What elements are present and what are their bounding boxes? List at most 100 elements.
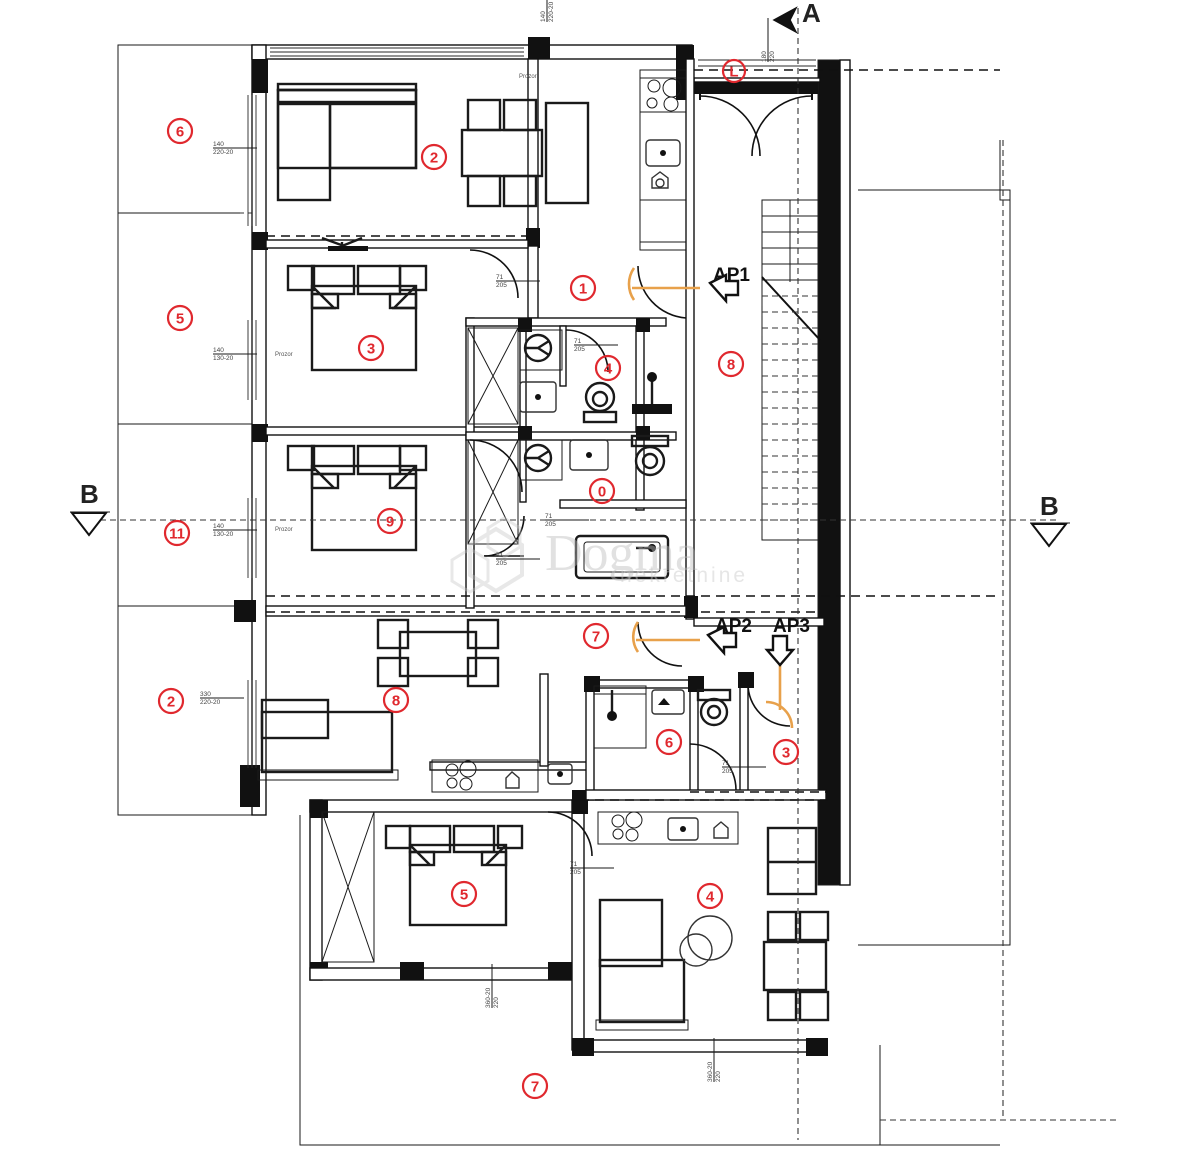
- dimension-value-upper: 140: [213, 523, 224, 530]
- dimension-value-lower: 205: [545, 521, 556, 528]
- dimension-value-upper: 140: [213, 141, 224, 148]
- room-marker: 4: [594, 354, 622, 382]
- shower-icon: [632, 372, 672, 414]
- window-label: Prozor: [275, 352, 293, 358]
- section-marker-B-left: B: [69, 479, 110, 537]
- dimension-value-lower: 130-20: [213, 531, 234, 538]
- room-marker-label: 3: [782, 745, 790, 762]
- dimension-value-upper: 360-20: [707, 1061, 714, 1082]
- room-marker: 9: [376, 507, 404, 535]
- room-marker-label: 7: [592, 629, 600, 646]
- cooktop-icon: [639, 77, 687, 113]
- room-marker-label: 4: [706, 889, 715, 906]
- room-marker: 8: [717, 350, 745, 378]
- staircase: [761, 199, 821, 541]
- dimension-value-upper: 330: [200, 691, 211, 698]
- sofa-2: [544, 101, 590, 205]
- window-label: Prozor: [519, 74, 537, 80]
- section-marker-B-right: B: [1029, 491, 1070, 548]
- room-marker: 2: [157, 687, 185, 715]
- dimension-value-lower: 220-20: [548, 1, 555, 22]
- room-marker-label: 9: [386, 514, 394, 531]
- bathtub: [574, 534, 670, 580]
- dimension-value-upper: 180: [761, 51, 768, 62]
- dimension-value-lower: 220-20: [200, 699, 221, 706]
- toilet-icon-2: [630, 434, 670, 477]
- dimension-value-upper: 71: [722, 760, 730, 767]
- room-marker: 8: [382, 686, 410, 714]
- sofa-3: [598, 898, 664, 968]
- room-marker-circle: [382, 686, 410, 714]
- entry-marker-label: L: [729, 64, 738, 81]
- room-marker: 4: [696, 882, 724, 910]
- wardrobe-3: [467, 327, 519, 425]
- kitchen-bottom: [597, 811, 739, 845]
- room-marker-circle: [157, 687, 185, 715]
- room-marker-circle: [655, 728, 683, 756]
- furniture-group: [257, 69, 830, 1031]
- room-marker-circle: [696, 882, 724, 910]
- room-marker-label: 0: [598, 484, 606, 501]
- section-A-label: A: [802, 0, 821, 28]
- dimension-value-lower: 220: [715, 1071, 722, 1082]
- wardrobe-5: [321, 811, 375, 963]
- room-marker-circle: [569, 274, 597, 302]
- doors-group: [469, 92, 813, 857]
- room-marker-label: 11: [169, 526, 185, 543]
- ceiling-fan-icon: [321, 236, 368, 251]
- room-marker-label: 4: [604, 361, 613, 378]
- room-marker-label: 1: [579, 281, 587, 298]
- dimension-value-lower: 220: [493, 997, 500, 1008]
- walls-group: [234, 37, 851, 1056]
- room-marker: 3: [357, 334, 385, 362]
- room-marker: 7: [521, 1072, 549, 1100]
- room-marker-label: 5: [460, 887, 468, 904]
- room-marker-label: 3: [367, 341, 375, 358]
- windows-group: [247, 47, 816, 768]
- bath-4-fixtures: [519, 329, 672, 424]
- section-B-left-label: B: [80, 479, 99, 509]
- ap3-arrow-icon: [764, 634, 796, 667]
- room-marker-label: 7: [531, 1079, 539, 1096]
- watermark-logo-icon: [450, 516, 524, 594]
- kitchen-counter: [639, 69, 687, 251]
- dimension-value-lower: 205: [722, 768, 733, 775]
- kitchen-lower-left: [431, 759, 573, 793]
- dimension-value-upper: 71: [570, 861, 578, 868]
- room-marker: 7: [582, 622, 610, 650]
- toilet-icon-3: [696, 688, 732, 727]
- bed-3: [286, 264, 428, 372]
- sofa-lower-left: [257, 698, 399, 781]
- room-marker-label: 2: [167, 694, 175, 711]
- room-marker-circle: [521, 1072, 549, 1100]
- room-marker-circle: [376, 507, 404, 535]
- room-marker: 11: [163, 519, 191, 547]
- room-marker-label: 8: [392, 693, 400, 710]
- bath-0-fixtures: [519, 434, 670, 580]
- room-marker: 6: [166, 117, 194, 145]
- dimension-value-lower: 205: [496, 560, 507, 567]
- watermark-sub: nekretnine: [620, 564, 748, 587]
- room-marker: 5: [166, 304, 194, 332]
- sink-icon: [645, 139, 681, 167]
- entry-marker-L: L: [721, 58, 747, 84]
- room-marker-circle: [582, 622, 610, 650]
- bed-9: [286, 444, 428, 552]
- dimension-value-lower: 205: [570, 869, 581, 876]
- dining-8: [376, 618, 500, 688]
- room-marker-label: 6: [665, 735, 673, 752]
- room-marker-label: 5: [176, 311, 184, 328]
